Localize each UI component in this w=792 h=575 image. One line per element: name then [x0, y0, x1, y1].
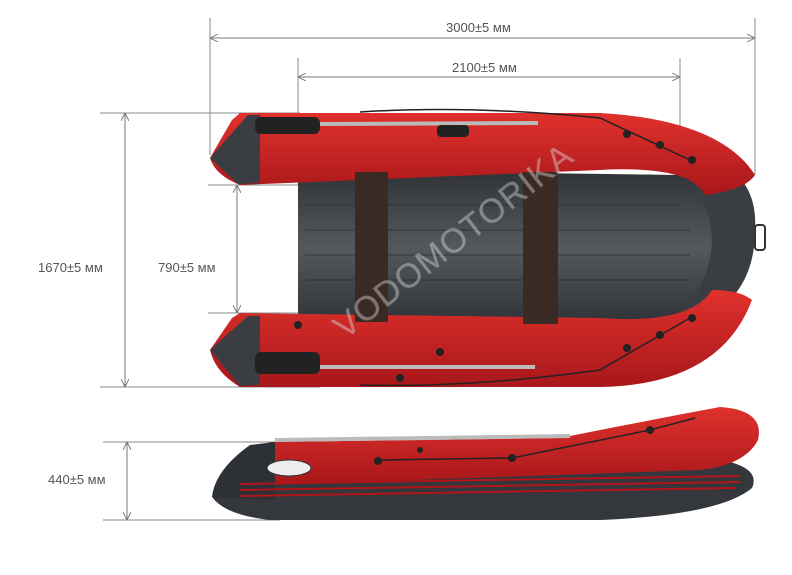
cone-upper — [210, 115, 260, 184]
brand-logo — [266, 459, 312, 477]
tube-upper — [210, 113, 755, 195]
label-length-total: 3000±5 мм — [446, 20, 511, 35]
oar-upper — [255, 117, 539, 134]
label-width-inner: 790±5 мм — [158, 260, 216, 275]
tube-lower — [210, 290, 752, 387]
side-cone — [212, 442, 275, 500]
oar-lower — [255, 352, 535, 374]
side-oar — [274, 434, 571, 442]
boat-bow — [650, 150, 756, 335]
label-tube-height: 440±5 мм — [48, 472, 106, 487]
side-tube — [232, 407, 759, 485]
boat-side-view — [212, 407, 759, 520]
seat-front — [523, 172, 558, 324]
boat-top-view — [210, 108, 766, 387]
label-width-total: 1670±5 мм — [38, 260, 103, 275]
label-length-inner: 2100±5 мм — [452, 60, 517, 75]
bow-handle — [754, 224, 766, 251]
cone-lower — [210, 316, 260, 386]
dimension-arrows — [125, 38, 755, 520]
seat-rear — [355, 172, 388, 322]
